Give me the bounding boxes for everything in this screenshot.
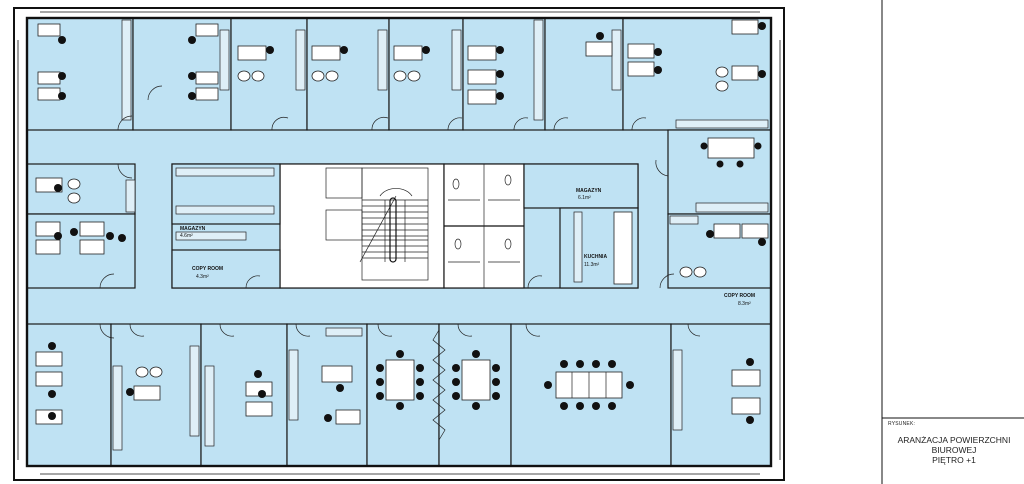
ws-t3 [237, 45, 274, 82]
corridor-bottom [27, 288, 771, 324]
label-magazyn-right-area: 6.1m² [578, 195, 591, 201]
label-copy-right: COPY ROOM [724, 293, 755, 299]
ws-t5 [393, 45, 430, 82]
drawing-title-line-3: PIĘTRO +1 [932, 455, 976, 465]
title-caption: RYSUNEK: [888, 421, 916, 427]
magazyn-right-room [523, 163, 639, 209]
corridor-top [27, 130, 771, 164]
title-block: RYSUNEK: ARANŻACJA POWIERZCHNI BIUROWEJ … [884, 418, 1024, 484]
label-kuchnia-area: 11.3m² [584, 262, 600, 268]
storage-cabinets [112, 19, 769, 451]
ws-b3 [245, 370, 273, 417]
workstations [35, 19, 769, 425]
ws-r1 [700, 137, 762, 168]
ws-t4 [311, 45, 348, 82]
office-b4 [286, 323, 368, 467]
label-magazyn-right: MAGAZYN [576, 188, 602, 194]
ws-t7 [585, 32, 613, 57]
label-copy-left-area: 4.3m² [196, 274, 209, 280]
ws-t6 [467, 45, 504, 105]
ws-t8 [627, 19, 766, 92]
meeting-table-2 [461, 359, 491, 401]
drawing-title-line-2: BIUROWEJ [931, 445, 977, 455]
office-b3 [200, 323, 288, 467]
copy-left-room [171, 249, 281, 289]
ws-t1 [37, 23, 66, 101]
top-offices [26, 17, 772, 131]
ws-b1 [35, 342, 63, 425]
office-b8 [670, 323, 772, 467]
label-kuchnia: KUCHNIA [584, 254, 607, 260]
bottom-rooms [26, 323, 772, 467]
folding-partition [432, 329, 446, 441]
staircase [325, 167, 429, 281]
ws-r2 [679, 223, 769, 278]
ws-b8 [731, 358, 761, 424]
meeting-tables [376, 350, 634, 410]
label-copy-left: COPY ROOM [192, 266, 223, 272]
drawing-title: ARANŻACJA POWIERZCHNI BIUROWEJ PIĘTRO +1 [884, 435, 1024, 465]
facade-windows [17, 11, 781, 475]
ws-t2 [188, 23, 219, 101]
room-labels: MAGAZYN 4.6m² COPY ROOM 4.3m² MAGAZYN 6.… [180, 188, 755, 307]
label-copy-right-area: 8.3m² [738, 301, 751, 307]
ws-l1 [35, 177, 81, 204]
label-magazyn-left-area: 4.6m² [180, 233, 193, 239]
ws-b4 [321, 365, 361, 425]
label-magazyn-left: MAGAZYN [180, 226, 206, 232]
office-t7 [544, 17, 624, 131]
toilet-stalls [444, 164, 524, 288]
ws-b2 [126, 366, 163, 401]
outer-wall [25, 16, 773, 468]
office-b1 [26, 323, 112, 467]
ws-l2 [35, 221, 126, 255]
drawing-title-line-1: ARANŻACJA POWIERZCHNI [897, 435, 1011, 445]
meeting-table-1 [385, 359, 415, 401]
kitchen-counter [613, 211, 633, 285]
doors [99, 85, 701, 339]
